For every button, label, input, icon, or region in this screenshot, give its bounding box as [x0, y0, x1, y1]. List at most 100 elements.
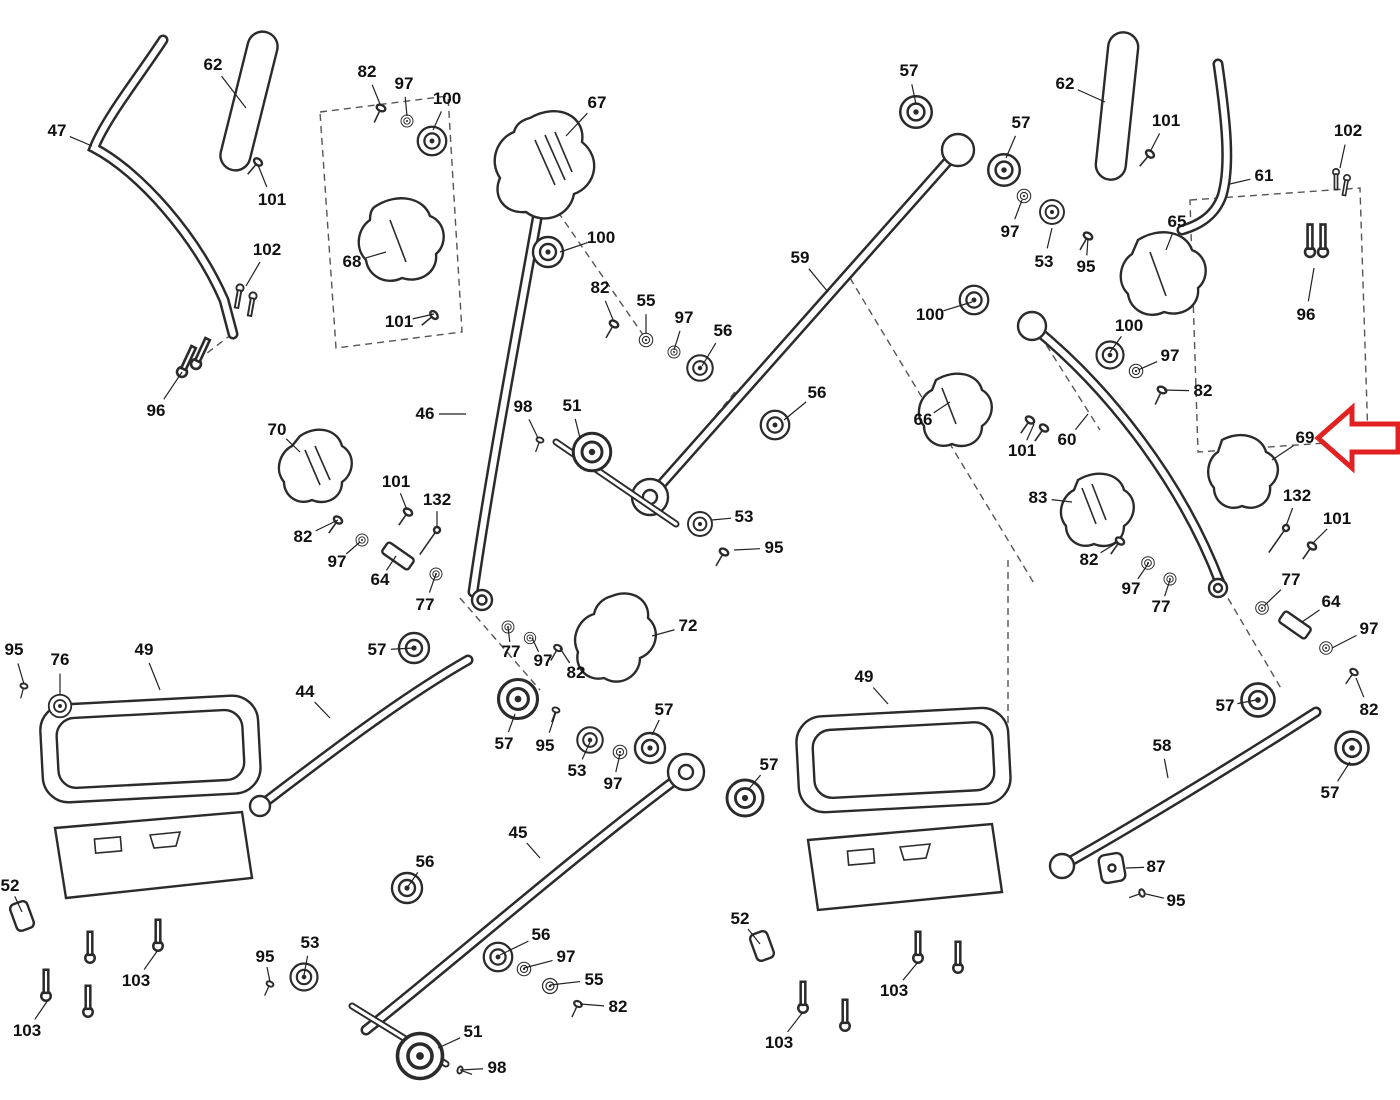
left-pedal-plate [8, 810, 254, 933]
leader-line-57 [911, 84, 917, 105]
leader-line-53 [1046, 227, 1053, 249]
leader-line-100 [559, 241, 588, 253]
leader-line-97 [1137, 563, 1149, 580]
fasteners [16, 102, 1360, 1079]
leader-line-57 [1237, 699, 1257, 705]
leader-line-96 [1307, 267, 1315, 302]
leader-line-52 [14, 896, 23, 913]
highlight-arrow-icon [1314, 402, 1400, 474]
leader-line-82 [579, 1003, 605, 1007]
leader-line-59 [808, 268, 829, 293]
leader-line-47 [69, 135, 93, 147]
leader-line-56 [406, 872, 419, 889]
lower-arms [248, 438, 1322, 1068]
leader-line-57 [1005, 135, 1017, 159]
leader-line-82 [1100, 541, 1119, 554]
leader-line-77 [1263, 589, 1282, 607]
leader-line-97 [531, 637, 540, 653]
leader-line-97 [1331, 634, 1357, 649]
leader-line-49 [148, 662, 161, 691]
leader-line-53 [581, 741, 591, 760]
leader-line-77 [428, 573, 437, 593]
leader-line-103 [34, 999, 49, 1020]
leader-line-58 [1163, 758, 1169, 779]
leader-line-56 [783, 401, 807, 421]
leader-line-55 [549, 980, 581, 986]
leader-line-97 [673, 330, 681, 351]
leader-line-97 [523, 959, 553, 969]
leader-line-103 [143, 949, 159, 970]
leader-line-100 [432, 111, 442, 131]
leader-line-82 [371, 84, 381, 105]
leader-line-95 [548, 711, 557, 733]
leader-line-56 [499, 940, 529, 956]
leader-line-57 [1337, 761, 1351, 782]
leader-line-96 [163, 371, 183, 400]
right-upper-arm-59 [630, 132, 976, 517]
leader-line-68 [365, 251, 387, 259]
leader-line-100 [943, 301, 973, 312]
leader-line-97 [615, 753, 621, 773]
leader-line-101 [257, 164, 268, 188]
left-handlebar-tube [87, 30, 279, 340]
leader-line-82 [559, 647, 571, 664]
leader-line-65 [1165, 232, 1174, 251]
right-covers [917, 231, 1279, 548]
leader-line-57 [747, 774, 762, 791]
leader-line-82 [315, 519, 339, 532]
leader-line-95 [266, 966, 271, 983]
leader-line-77 [1164, 579, 1171, 597]
leader-line-57 [651, 719, 660, 736]
leader-line-102 [1339, 144, 1346, 169]
left-pedal-assembly [39, 694, 262, 804]
leader-line-45 [526, 842, 541, 859]
leader-line-70 [285, 438, 301, 453]
leader-line-61 [1229, 178, 1251, 185]
leader-line-97 [1014, 199, 1023, 220]
leader-line-53 [303, 955, 309, 976]
leader-line-103 [902, 961, 919, 981]
leader-line-95 [17, 663, 25, 685]
leader-line-62 [221, 75, 247, 109]
leader-line-57 [390, 647, 415, 650]
leader-line-60 [1074, 413, 1089, 430]
leader-line-62 [1077, 89, 1106, 103]
leader-line-82 [1355, 677, 1365, 698]
leader-line-77 [507, 626, 511, 643]
leader-line-101 [412, 313, 435, 320]
leader-line-95 [733, 548, 761, 551]
left-upright-tube [277, 110, 658, 683]
leader-line-82 [604, 300, 615, 323]
leader-line-52 [747, 928, 761, 945]
leader-line-51 [437, 1037, 461, 1049]
leader-line-97 [345, 541, 361, 555]
leader-line-103 [787, 1011, 804, 1033]
leader-line-51 [574, 418, 581, 439]
leader-line-66 [933, 401, 951, 414]
leader-line-101 [1149, 133, 1161, 153]
leader-line-67 [565, 112, 588, 137]
leader-line-95 [1145, 893, 1165, 899]
leader-line-101 [1311, 528, 1328, 545]
leader-line-69 [1271, 445, 1294, 461]
leader-line-102 [245, 261, 261, 287]
leader-line-87 [1125, 866, 1145, 869]
leader-line-57 [507, 713, 516, 733]
leader-line-82 [1163, 389, 1190, 392]
leader-line-53 [711, 517, 732, 521]
leader-line-83 [1051, 499, 1073, 503]
leader-line-98 [528, 419, 539, 439]
leader-line-72 [651, 629, 675, 637]
leader-line-56 [701, 342, 717, 367]
leader-line-44 [314, 701, 331, 719]
right-upright-and-handlebar [1016, 31, 1233, 599]
leader-line-64 [1301, 609, 1320, 623]
leader-line-101 [1026, 423, 1035, 441]
leader-line-95 [1086, 237, 1089, 256]
leader-line-97 [1137, 361, 1158, 371]
leader-line-97 [404, 96, 408, 117]
leader-line-132 [1285, 507, 1294, 527]
leader-line-98 [459, 1068, 484, 1071]
